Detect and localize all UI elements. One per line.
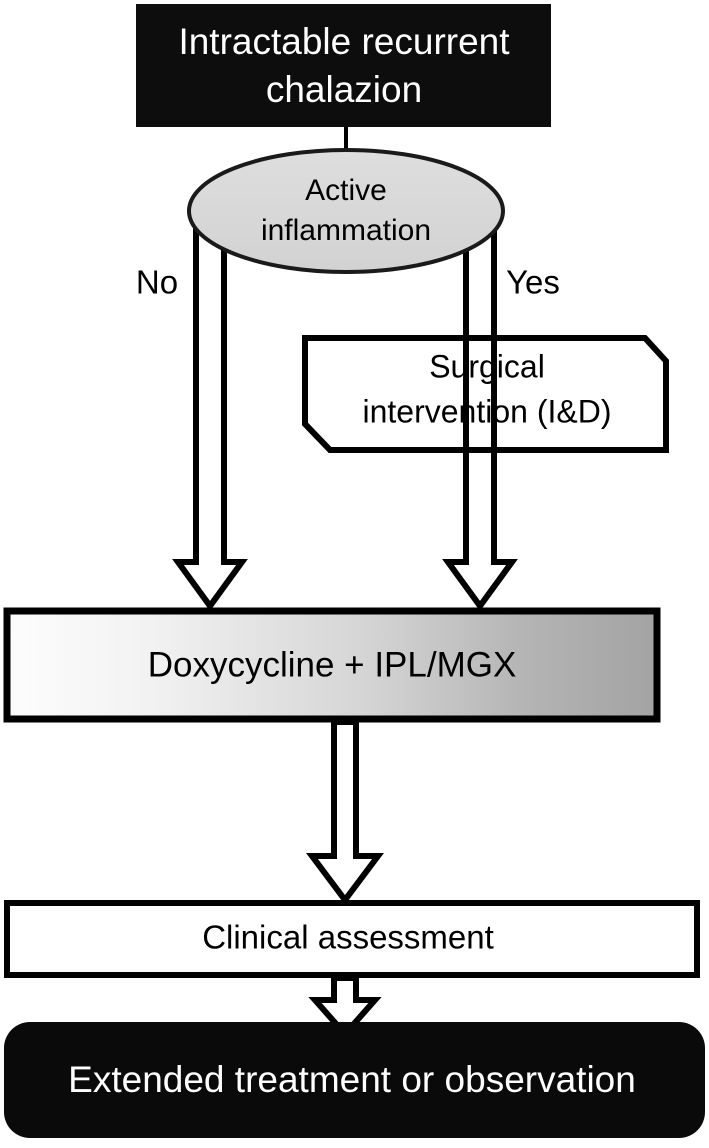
node-surgery[interactable]: Surgical intervention (I&D): [302, 335, 669, 453]
node-outcome[interactable]: Extended treatment or observation: [4, 1022, 705, 1138]
node-assessment-shape: [4, 900, 700, 978]
edge-label-no: No: [136, 264, 178, 301]
node-start[interactable]: Intractable recurrent chalazion: [136, 4, 551, 127]
node-start-label-line2: chalazion: [266, 69, 422, 110]
node-start-shape: [136, 4, 551, 127]
node-start-label-line1: Intractable recurrent: [178, 21, 510, 62]
edge-assessment-to-outcome-arrow: [308, 975, 382, 1039]
node-treatment-shape: [3, 607, 661, 723]
node-decision-label-line1: Active: [305, 174, 387, 207]
node-outcome-shape: [4, 1022, 705, 1138]
edge-surgery-to-treatment-arrow: [442, 445, 518, 612]
edge-no-arrow: [172, 219, 248, 612]
edge-label-yes: Yes: [506, 264, 560, 301]
edge-treatment-to-assessment-arrow: [306, 719, 384, 905]
node-surgery-label-line2: intervention (I&D): [363, 393, 612, 429]
node-decision-shape: [187, 148, 505, 274]
node-surgery-shape: [302, 335, 669, 453]
node-treatment-label: Doxycycline + IPL/MGX: [148, 645, 517, 684]
edge-yes-arrow-through-surgery: [463, 338, 497, 450]
node-decision[interactable]: Active inflammation: [187, 148, 505, 274]
node-treatment[interactable]: Doxycycline + IPL/MGX: [3, 607, 661, 723]
node-decision-label-line2: inflammation: [261, 214, 431, 247]
node-outcome-label: Extended treatment or observation: [68, 1059, 636, 1100]
node-assessment[interactable]: Clinical assessment: [4, 900, 700, 978]
node-assessment-label: Clinical assessment: [202, 919, 494, 956]
node-surgery-label-line1: Surgical: [429, 348, 545, 384]
